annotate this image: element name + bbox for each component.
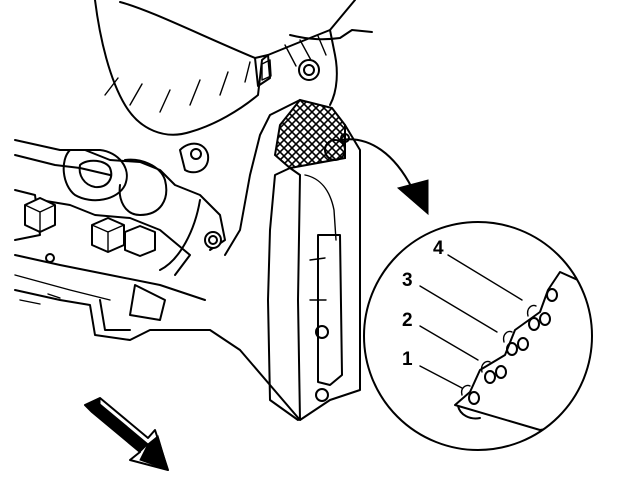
engine-upper-housing	[94, 0, 373, 136]
callout-1: 1	[402, 349, 413, 370]
curved-pointer-arrow-icon	[339, 138, 429, 216]
callout-4: 4	[433, 238, 444, 259]
exhaust-manifold	[14, 139, 301, 421]
leader-lines	[419, 254, 523, 389]
manifold-bolt-2	[91, 217, 125, 253]
crosshatch-location-icon	[273, 98, 346, 170]
manifold-stud-4	[204, 231, 222, 249]
front-direction-arrow-icon	[84, 397, 169, 471]
manifold-bolt-3	[124, 225, 156, 257]
housing-bolt-top	[298, 59, 320, 81]
stamped-marks	[468, 288, 558, 405]
manifold-bolt-1	[24, 197, 56, 233]
callout-3: 3	[402, 270, 413, 291]
manifold-stud-5	[45, 253, 55, 263]
callout-2: 2	[402, 310, 413, 331]
detail-magnified-view: 1 2 3 4	[363, 221, 593, 451]
engine-block-body	[179, 99, 361, 421]
